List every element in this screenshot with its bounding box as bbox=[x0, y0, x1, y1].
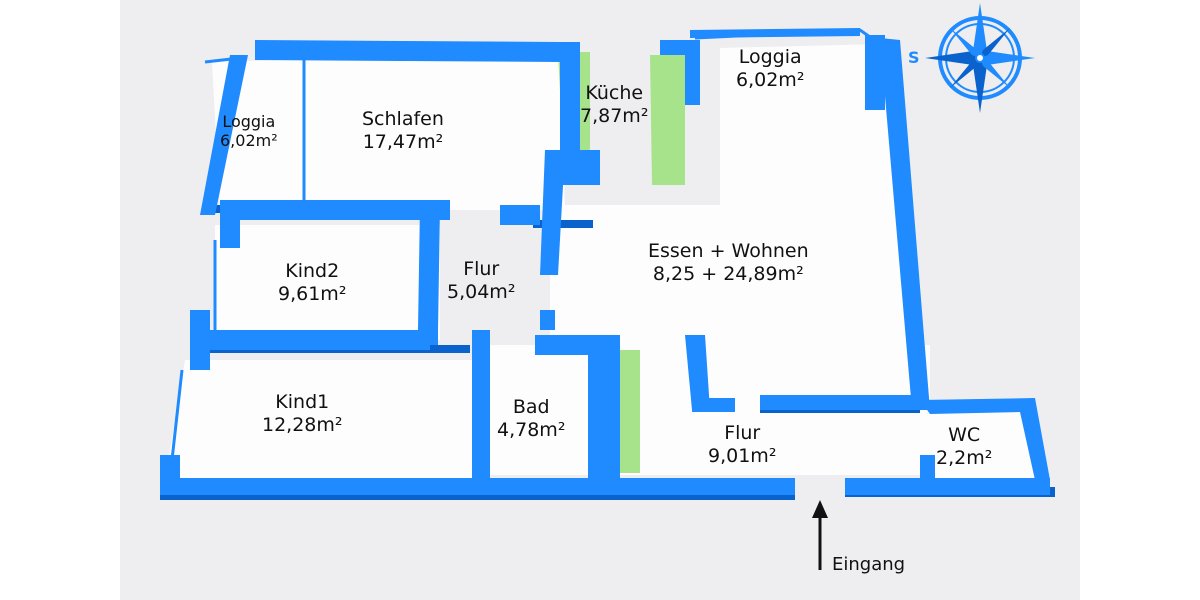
room-name: Bad bbox=[512, 396, 550, 418]
room-area: 2,2m² bbox=[936, 446, 993, 469]
room-area: 4,78m² bbox=[497, 418, 566, 441]
compass-label: S bbox=[908, 48, 920, 67]
room-area: 9,01m² bbox=[708, 444, 777, 467]
room-label-loggia-left: Loggia 6,02m² bbox=[220, 112, 278, 150]
room-name: Küche bbox=[585, 82, 644, 104]
floor-plan-diagram bbox=[160, 3, 1055, 570]
room-name: Flur bbox=[463, 258, 500, 280]
room-area: 6,02m² bbox=[736, 68, 805, 91]
room-name: Kind1 bbox=[275, 391, 330, 413]
room-area: 12,28m² bbox=[262, 413, 343, 436]
room-name: Schlafen bbox=[362, 108, 444, 130]
room-area: 8,25 + 24,89m² bbox=[652, 262, 804, 285]
room-label-kind2: Kind2 9,61m² bbox=[278, 260, 346, 306]
room-name: Essen + Wohnen bbox=[648, 240, 809, 262]
room-label-loggia-right: Loggia 6,02m² bbox=[736, 46, 804, 92]
room-area: 9,61m² bbox=[278, 282, 347, 305]
entrance-arrow bbox=[812, 500, 828, 570]
room-name: WC bbox=[948, 424, 981, 446]
room-area: 7,87m² bbox=[580, 104, 649, 127]
room-name: Flur bbox=[724, 422, 761, 444]
room-label-essen-wohnen: Essen + Wohnen 8,25 + 24,89m² bbox=[648, 240, 809, 286]
room-name: Kind2 bbox=[285, 260, 340, 282]
room-label-schlafen: Schlafen 17,47m² bbox=[362, 108, 444, 154]
room-label-flur-lower: Flur 9,01m² bbox=[708, 422, 776, 468]
room-label-kueche: Küche 7,87m² bbox=[580, 82, 648, 128]
room-name: Loggia bbox=[222, 112, 276, 131]
room-label-wc: WC 2,2m² bbox=[936, 424, 992, 470]
room-label-flur-upper: Flur 5,04m² bbox=[447, 258, 515, 304]
room-area: 5,04m² bbox=[447, 280, 516, 303]
room-name: Loggia bbox=[738, 46, 802, 68]
room-label-kind1: Kind1 12,28m² bbox=[262, 391, 343, 437]
entrance-label: Eingang bbox=[832, 554, 906, 575]
room-area: 6,02m² bbox=[220, 131, 278, 151]
kitchen-counter-right bbox=[650, 55, 685, 185]
compass-icon bbox=[925, 3, 1035, 113]
room-area: 17,47m² bbox=[362, 130, 444, 153]
room-label-bad: Bad 4,78m² bbox=[497, 396, 565, 442]
floor-plan-background: Loggia 6,02m² Schlafen 17,47m² Küche 7,8… bbox=[120, 0, 1080, 600]
walls bbox=[160, 28, 1050, 495]
